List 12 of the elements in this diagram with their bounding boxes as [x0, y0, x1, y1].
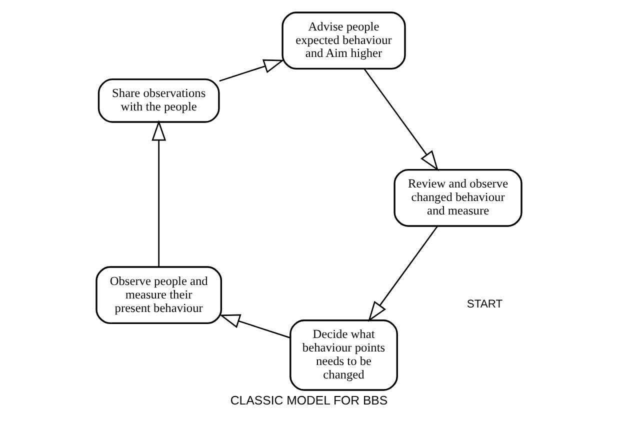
arrow: [151, 120, 166, 267]
node-box: Decide what behaviour points needs to be changed: [289, 320, 398, 391]
node-box: Advise people expected behaviour and Aim higher: [281, 12, 406, 70]
arrow: [218, 314, 290, 338]
node-box: Share observations with the people: [97, 78, 220, 123]
diagram-title: CLASSIC MODEL FOR BBS: [230, 393, 388, 408]
arrow: [363, 68, 438, 172]
arrow: [218, 59, 284, 82]
arrow: [368, 226, 438, 322]
label: START: [466, 298, 502, 310]
node-box: Observe people and measure their present behaviour: [95, 266, 222, 324]
node-box: Review and observe changed behaviour and measure: [393, 168, 522, 227]
